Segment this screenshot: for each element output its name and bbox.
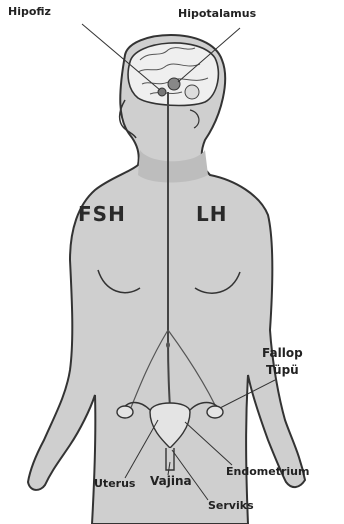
label-hipofiz: Hipofiz — [8, 6, 51, 17]
ovary-left — [117, 406, 133, 418]
label-fsh: FSH — [78, 204, 126, 224]
navel — [166, 342, 170, 348]
label-tupu: Tüpü — [266, 364, 299, 376]
label-serviks: Serviks — [208, 500, 254, 511]
label-endometrium: Endometrium — [226, 466, 309, 477]
hypothalamus-node — [168, 78, 180, 90]
label-uterus: Uterus — [94, 478, 135, 489]
label-lh: LH — [196, 204, 227, 224]
cerebellum — [185, 85, 199, 99]
label-hipotalamus: Hipotalamus — [178, 8, 256, 19]
label-vajina: Vajina — [150, 475, 192, 487]
label-fallop: Fallop — [262, 347, 303, 359]
